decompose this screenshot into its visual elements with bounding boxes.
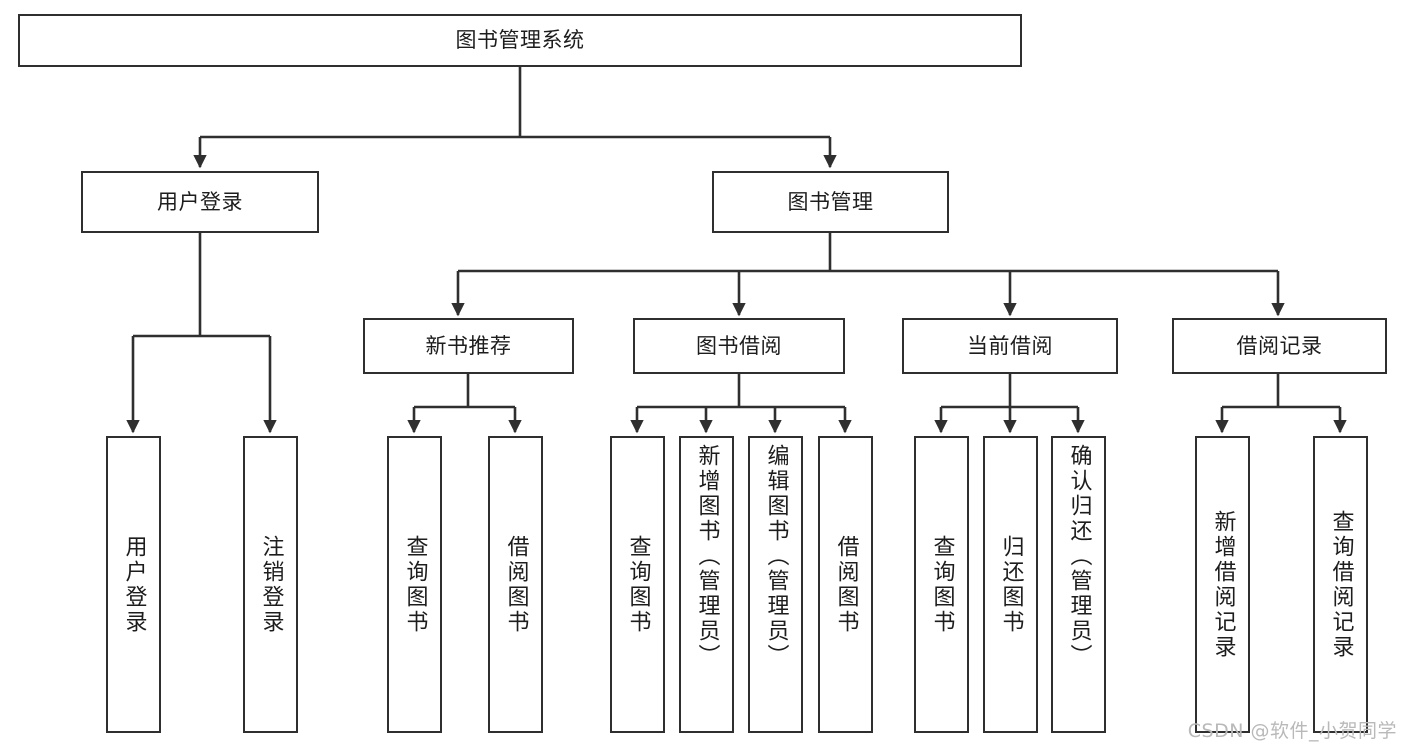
node-leaf-query-borrow-record[interactable]: 查询借阅记录: [1313, 436, 1368, 733]
node-new-book-recommend[interactable]: 新书推荐: [363, 318, 574, 374]
node-label: 用户登录: [121, 534, 147, 635]
node-label: 当前借阅: [967, 333, 1053, 358]
node-label: 查询借阅记录: [1328, 509, 1354, 660]
node-current-borrow[interactable]: 当前借阅: [902, 318, 1118, 374]
node-book-management[interactable]: 图书管理: [712, 171, 949, 233]
node-label: 借阅图书: [833, 534, 859, 635]
node-leaf-edit-book-admin[interactable]: 编辑图书（管理员）: [748, 436, 803, 733]
node-label: 编辑图书（管理员）: [763, 444, 789, 669]
node-label: 查询图书: [625, 534, 651, 635]
node-leaf-logout[interactable]: 注销登录: [243, 436, 298, 733]
node-leaf-user-login[interactable]: 用户登录: [106, 436, 161, 733]
node-leaf-borrow-book[interactable]: 借阅图书: [818, 436, 873, 733]
node-leaf-query-book-current[interactable]: 查询图书: [914, 436, 969, 733]
node-label: 确认归还（管理员）: [1066, 444, 1092, 669]
node-root-book-management-system[interactable]: 图书管理系统: [18, 14, 1022, 67]
node-book-borrow[interactable]: 图书借阅: [633, 318, 845, 374]
node-borrow-record[interactable]: 借阅记录: [1172, 318, 1387, 374]
node-label: 新增图书（管理员）: [694, 444, 720, 669]
node-label: 查询图书: [402, 534, 428, 635]
node-leaf-return-book[interactable]: 归还图书: [983, 436, 1038, 733]
node-user-login[interactable]: 用户登录: [81, 171, 319, 233]
node-leaf-borrow-book-recommend[interactable]: 借阅图书: [488, 436, 543, 733]
csdn-watermark: CSDN @软件_小贺同学: [1187, 720, 1397, 742]
node-leaf-add-borrow-record[interactable]: 新增借阅记录: [1195, 436, 1250, 733]
node-label: 图书管理系统: [455, 28, 585, 53]
node-label: 图书借阅: [696, 333, 782, 358]
node-label: 归还图书: [998, 534, 1024, 635]
node-label: 查询图书: [929, 534, 955, 635]
node-label: 新书推荐: [425, 333, 512, 358]
node-leaf-query-book-borrow[interactable]: 查询图书: [610, 436, 665, 733]
node-label: 图书管理: [787, 189, 874, 214]
node-label: 用户登录: [157, 189, 243, 214]
node-leaf-confirm-return-admin[interactable]: 确认归还（管理员）: [1051, 436, 1106, 733]
node-label: 新增借阅记录: [1210, 509, 1236, 660]
node-label: 借阅记录: [1236, 333, 1323, 358]
node-leaf-query-book-recommend[interactable]: 查询图书: [387, 436, 442, 733]
node-leaf-add-book-admin[interactable]: 新增图书（管理员）: [679, 436, 734, 733]
node-label: 注销登录: [258, 534, 284, 635]
node-label: 借阅图书: [503, 534, 529, 635]
